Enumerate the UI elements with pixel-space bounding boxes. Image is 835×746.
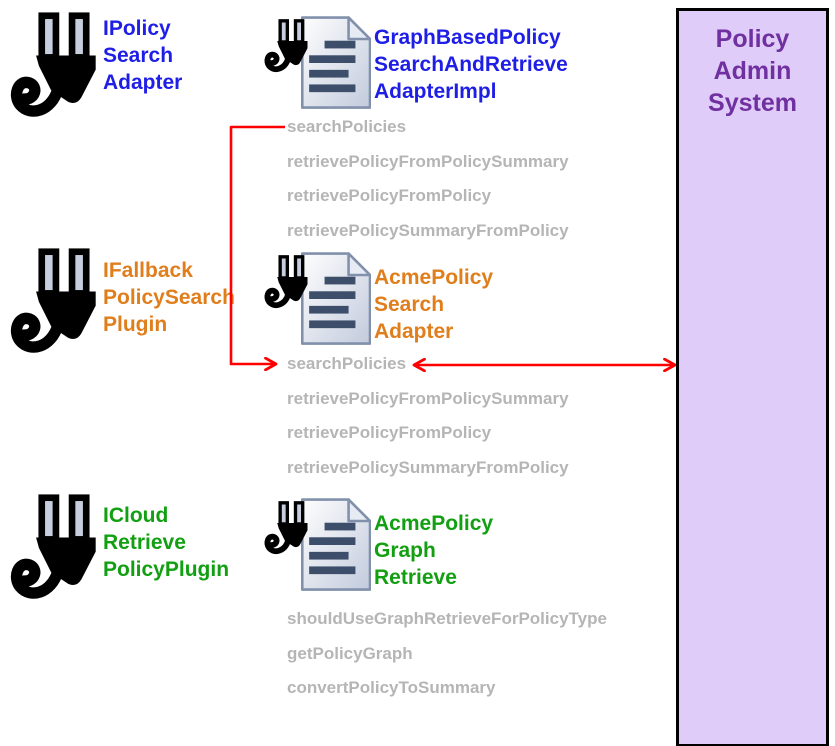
- impl-label-line: Graph: [374, 539, 436, 562]
- method-item: convertPolicyToSummary: [287, 678, 496, 698]
- method-list: searchPolicies retrievePolicyFromPolicyS…: [287, 110, 569, 248]
- plug-icon: [6, 493, 104, 599]
- impl-label-acmepolicy-graph-retrieve: AcmePolicy Graph Retrieve: [374, 510, 493, 591]
- impl-label-graphbasedpolicy: GraphBasedPolicy SearchAndRetrieve Adapt…: [374, 24, 568, 105]
- interface-label-line: Plugin: [103, 313, 168, 336]
- impl-label-line: Retrieve: [374, 566, 457, 589]
- impl-label-line: AcmePolicy: [374, 266, 494, 289]
- method-item: retrievePolicySummaryFromPolicy: [287, 220, 569, 240]
- method-item: retrievePolicyFromPolicySummary: [287, 151, 569, 171]
- interface-label-line: Adapter: [103, 71, 183, 94]
- interface-label-line: IFallback: [103, 259, 193, 282]
- interface-label-icloud-retrieve-policyplugin: ICloud Retrieve PolicyPlugin: [103, 502, 229, 583]
- policy-admin-system-box: Policy Admin System: [676, 8, 829, 746]
- method-item: shouldUseGraphRetrieveForPolicyType: [287, 609, 607, 629]
- interface-label-line: IPolicy: [103, 17, 171, 40]
- interface-label-line: Retrieve: [103, 531, 186, 554]
- impl-label-line: Adapter: [374, 320, 454, 343]
- method-item: retrievePolicySummaryFromPolicy: [287, 457, 569, 477]
- interface-label-ipolicy-search-adapter: IPolicy Search Adapter: [103, 15, 182, 96]
- method-list: shouldUseGraphRetrieveForPolicyType getP…: [287, 602, 607, 706]
- impl-label-line: GraphBasedPolicy: [374, 26, 561, 49]
- document-plug-icon: [261, 251, 371, 347]
- impl-label-line: AdapterImpl: [374, 80, 497, 103]
- system-box-title-line: Policy: [715, 25, 790, 53]
- method-item: retrievePolicyFromPolicy: [287, 186, 492, 206]
- interface-label-line: PolicyPlugin: [103, 558, 230, 581]
- impl-label-acmepolicy-search-adapter: AcmePolicy Search Adapter: [374, 264, 493, 345]
- plug-icon: [6, 247, 104, 353]
- interface-label-ifallback-policysearch-plugin: IFallback PolicySearch Plugin: [103, 257, 235, 338]
- method-item: getPolicyGraph: [287, 643, 413, 663]
- impl-label-line: Search: [374, 293, 445, 316]
- document-plug-icon: [261, 15, 371, 111]
- method-item: retrievePolicyFromPolicySummary: [287, 388, 569, 408]
- method-item-highlighted: searchPolicies: [287, 117, 407, 137]
- document-plug-icon: [261, 497, 371, 593]
- system-box-title-line: Admin: [713, 57, 792, 85]
- interface-label-line: ICloud: [103, 504, 169, 527]
- method-item: retrievePolicyFromPolicy: [287, 423, 492, 443]
- method-item-highlighted: searchPolicies: [287, 354, 407, 374]
- interface-label-line: Search: [103, 44, 174, 67]
- interface-label-line: PolicySearch: [103, 286, 235, 309]
- impl-label-line: SearchAndRetrieve: [374, 53, 568, 76]
- impl-label-line: AcmePolicy: [374, 512, 494, 535]
- system-box-title-line: System: [708, 89, 797, 117]
- plug-icon: [6, 11, 104, 117]
- method-list: searchPolicies retrievePolicyFromPolicyS…: [287, 347, 569, 485]
